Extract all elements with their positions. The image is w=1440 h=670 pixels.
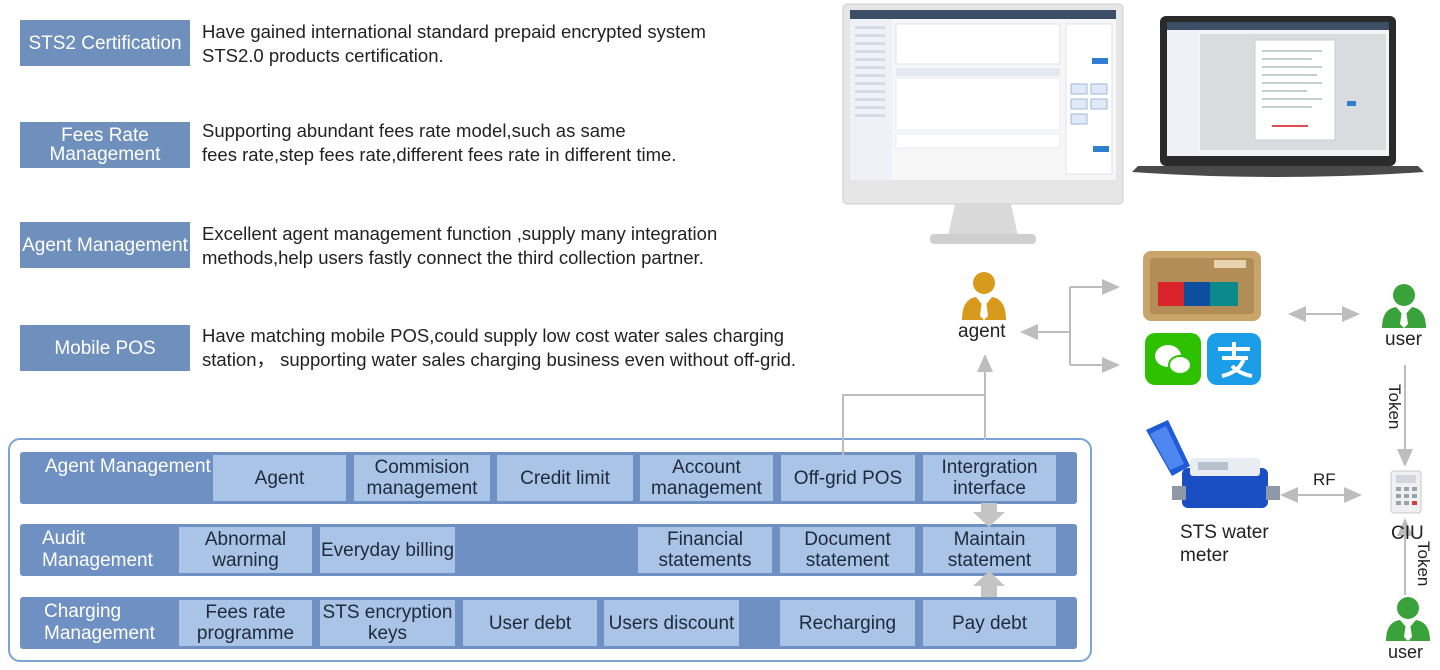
band-charging-management: Charging Management Fees rate programme … [20, 597, 1077, 649]
module-panel [8, 438, 1092, 662]
cell-financial-statements: Financial statements [638, 527, 772, 573]
cell-fees-rate-programme: Fees rate programme [179, 600, 312, 646]
alipay-icon [1207, 333, 1261, 385]
cell-maintain-statement: Maintain statement [923, 527, 1056, 573]
user-top-person-icon [1382, 284, 1426, 328]
cell-account-management: Account management [640, 455, 773, 501]
meter-label: STS water meter [1180, 522, 1269, 566]
cell-user-debt: User debt [463, 600, 597, 646]
connector-lines [842, 279, 1413, 595]
block-arrows [973, 503, 1005, 597]
desktop-monitor-icon [842, 3, 1124, 244]
wechat-icon [1145, 333, 1201, 385]
rf-label: RF [1313, 470, 1336, 489]
cell-intergration-interface: Intergration interface [923, 455, 1056, 501]
cell-everyday-billing: Everyday billing [320, 527, 455, 573]
ciu-label: CIU [1391, 523, 1424, 544]
user-top-label: user [1385, 329, 1422, 350]
feature-label-agent: Agent Management [20, 222, 190, 268]
cell-commision-management: Commision management [354, 455, 490, 501]
user-bottom-person-icon [1386, 597, 1430, 641]
cell-sts-encryption-keys: STS encryption keys [320, 600, 455, 646]
token-bottom-label: Token [1414, 541, 1433, 587]
feature-desc-sts2: Have gained international standard prepa… [202, 21, 706, 66]
cell-users-discount: Users discount [604, 600, 739, 646]
laptop-icon [1132, 16, 1424, 177]
band-title-audit: Audit Management [42, 528, 153, 571]
feature-label-mobile-pos: Mobile POS [20, 325, 190, 371]
band-title-agent: Agent Management [45, 456, 211, 477]
feature-label-sts2: STS2 Certification [20, 20, 190, 66]
cell-pay-debt: Pay debt [923, 600, 1056, 646]
cell-recharging: Recharging [780, 600, 915, 646]
feature-label-fees-rate: Fees Rate Management [20, 122, 190, 168]
agent-person-icon [962, 272, 1006, 320]
cell-off-grid-pos: Off-grid POS [781, 455, 915, 501]
feature-desc-fees-rate: Supporting abundant fees rate model,such… [202, 120, 677, 165]
cell-abnormal-warning: Abnormal warning [179, 527, 312, 573]
user-bottom-label: user [1388, 642, 1424, 662]
band-title-charging: Charging Management [44, 601, 155, 644]
feature-desc-agent: Excellent agent management function ,sup… [202, 223, 718, 268]
unionpay-card-icon [1143, 251, 1261, 321]
agent-label: agent [958, 321, 1006, 342]
band-audit-management: Audit Management Abnormal warning Everyd… [20, 524, 1077, 576]
sts-water-meter-icon [1146, 420, 1280, 508]
cell-agent: Agent [213, 455, 346, 501]
band-agent-management: Agent Management Agent Commision managem… [20, 452, 1077, 504]
feature-desc-mobile-pos: Have matching mobile POS,could supply lo… [202, 325, 797, 370]
cell-document-statement: Document statement [780, 527, 915, 573]
token-top-label: Token [1385, 384, 1404, 430]
cell-credit-limit: Credit limit [497, 455, 633, 501]
ciu-keypad-icon [1390, 470, 1422, 514]
